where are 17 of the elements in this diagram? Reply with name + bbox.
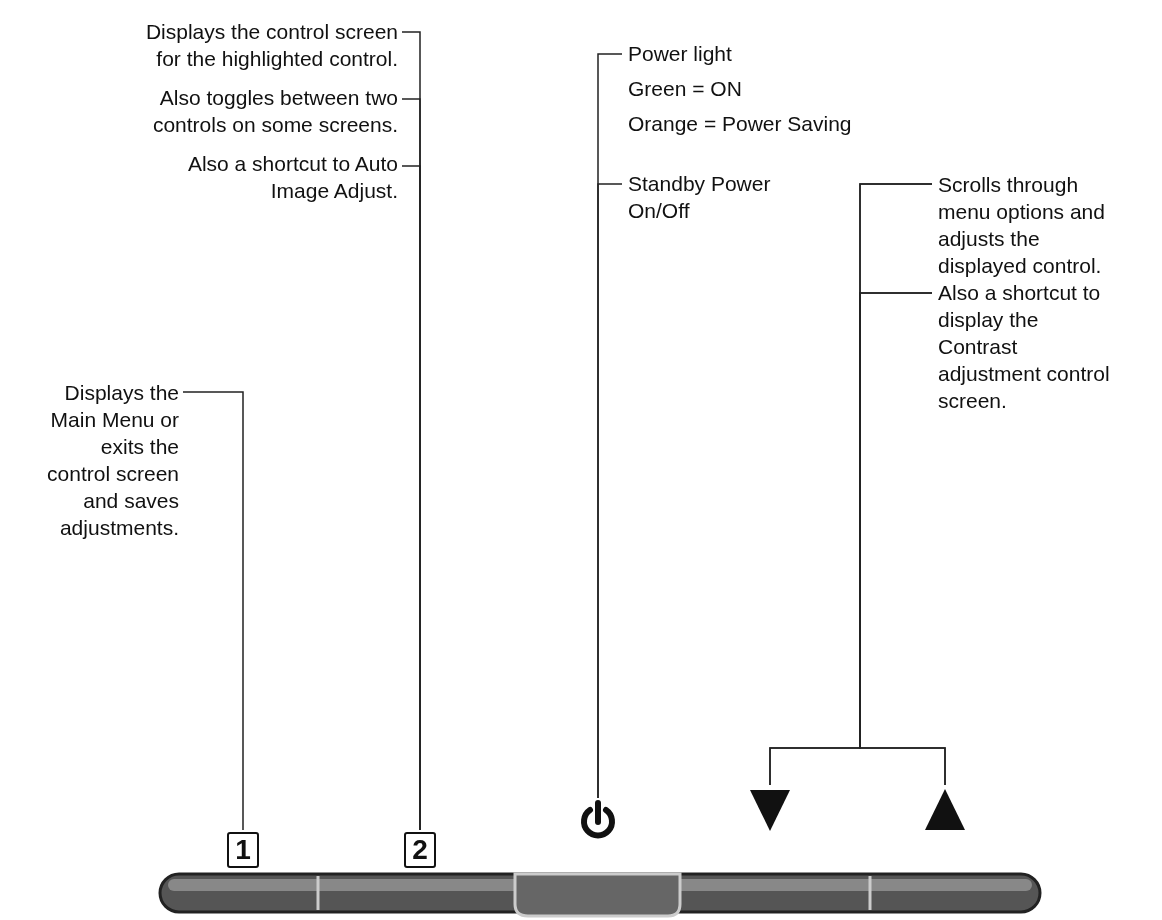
callout-text: Also a shortcut to display the Contrast adjustment control screen. (938, 279, 1123, 414)
callout-text: Displays the control screen for the highlighted control. (128, 18, 398, 72)
leader-line (182, 391, 244, 831)
callout-text: Scrolls through menu options and adjusts the displayed control. (938, 171, 1123, 279)
callout-text: Also a shortcut to Auto Image Adjust. (128, 150, 398, 204)
up-arrow-icon (923, 787, 967, 833)
leader-line (597, 183, 623, 799)
leader-line (859, 292, 946, 786)
boxed-number: 1 (227, 832, 259, 868)
callout-text: Displays the Main Menu or exits the control screen and saves adjustments. (35, 379, 179, 541)
callout-text: Also toggles between two controls on some screens. (128, 84, 398, 138)
callout-text: Orange = Power Saving (628, 111, 852, 137)
down-arrow-icon (748, 787, 792, 833)
callout-text: Standby Power On/Off (628, 170, 828, 224)
callout-text: Power light (628, 41, 732, 67)
boxed-number: 2 (404, 832, 436, 868)
callout-text: Green = ON (628, 76, 742, 102)
